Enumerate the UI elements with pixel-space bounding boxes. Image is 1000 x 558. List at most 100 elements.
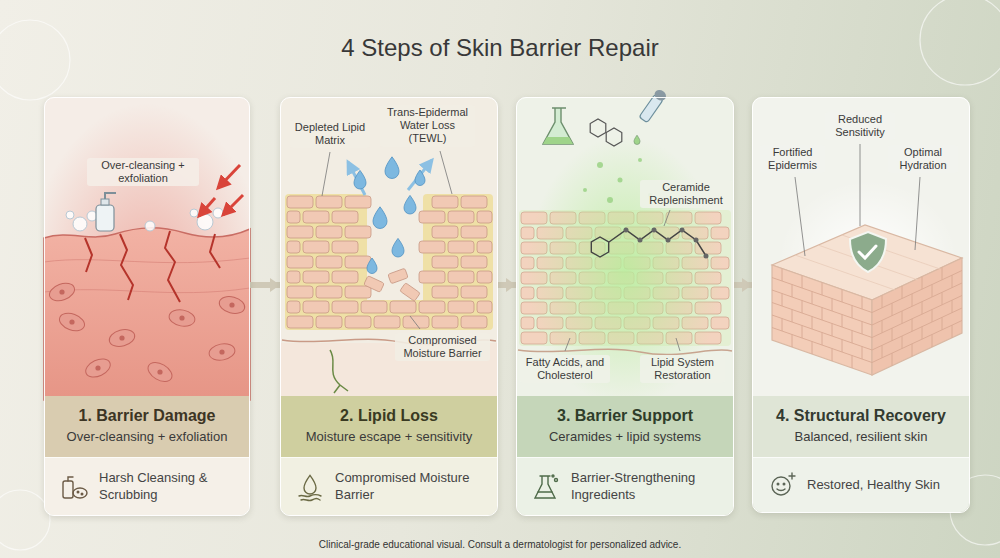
- ingredient-particle: [607, 197, 613, 203]
- epidermis-front-face: [772, 265, 872, 375]
- brick-joint: [922, 277, 923, 290]
- step-heading: 1. Barrier Damage: [51, 406, 243, 425]
- skin-cell-brick: [332, 271, 358, 283]
- brick-joint: [792, 335, 793, 348]
- skin-cell-brick: [432, 286, 458, 298]
- brick-joint: [942, 292, 943, 305]
- skin-cell-brick: [390, 301, 416, 313]
- chain-atom: [666, 238, 671, 243]
- callout-label: Compromised Moisture Barrier: [395, 333, 490, 361]
- step-subheading: Over-cleansing + exfoliation: [51, 429, 243, 445]
- bottle-neck: [101, 199, 109, 205]
- skin-cell-brick: [287, 271, 300, 283]
- cleanser-bottle: [96, 205, 114, 231]
- icon-part: [301, 498, 320, 500]
- water-escape-arrow: [348, 162, 365, 195]
- skin-cell-brick: [287, 211, 300, 223]
- skin-cell-brick: [316, 256, 342, 268]
- molecule-ring: [606, 128, 622, 146]
- brick-joint: [942, 317, 943, 330]
- panel-ground: [44, 97, 250, 417]
- brick-joint: [862, 297, 863, 310]
- brick-joint: [932, 284, 933, 297]
- step-arrow: [498, 282, 516, 288]
- barrier-support-illustration: [516, 88, 734, 397]
- damage-arrow: [218, 165, 240, 188]
- skin-cell-brick: [477, 271, 492, 283]
- dropper-bulb: [653, 88, 669, 103]
- molecule-ring: [590, 119, 606, 137]
- brick-joint: [792, 285, 793, 298]
- skin-cell-brick: [332, 301, 358, 313]
- ingredient-particle: [597, 162, 603, 168]
- brick-joint: [802, 326, 803, 339]
- brick-joint: [782, 269, 783, 282]
- brick-joint: [822, 283, 823, 296]
- brick-row-line: [872, 271, 962, 313]
- skin-cell-brick: [287, 226, 313, 238]
- serum-drop: [634, 135, 640, 144]
- icon-part: [552, 475, 554, 477]
- strip-label: Compromised Moisture Barrier: [335, 470, 487, 503]
- callout-label: Fortified Epidermis: [760, 145, 825, 173]
- damage-illustration: [44, 97, 250, 417]
- damaged-cell: [107, 327, 136, 349]
- step-subheading: Balanced, resilient skin: [759, 429, 963, 445]
- water-drop: [373, 207, 387, 229]
- brick-joint: [922, 302, 923, 315]
- brick-joint: [942, 267, 943, 280]
- cell-nucleus: [229, 302, 234, 307]
- chain-atom: [638, 238, 643, 243]
- diagram-title: 4 Steps of Skin Barrier Repair: [0, 34, 1000, 62]
- protection-shield: [850, 232, 886, 272]
- step-band: 1. Barrier DamageOver-cleansing + exfoli…: [45, 396, 249, 457]
- skin-cell-brick: [316, 286, 342, 298]
- step-arrow: [250, 282, 280, 288]
- skin-cell-brick: [448, 241, 474, 253]
- brick-joint: [902, 336, 903, 349]
- step-panel: 2. Lipid LossMoisture escape + sensitivi…: [280, 97, 498, 516]
- icon-part: [73, 488, 87, 498]
- leader-line: [664, 210, 670, 226]
- damaged-cell: [145, 359, 176, 386]
- icon-part: [535, 476, 555, 498]
- step-band: 2. Lipid LossMoisture escape + sensitivi…: [281, 396, 497, 457]
- skin-cell-brick: [316, 196, 342, 208]
- icon-part: [772, 477, 790, 495]
- brick-joint: [902, 286, 903, 299]
- damaged-cell: [208, 342, 236, 362]
- water-escape-arrow: [408, 160, 432, 190]
- cell-nucleus: [179, 315, 184, 320]
- brick-joint: [892, 303, 893, 316]
- damage-arrow: [199, 198, 215, 216]
- callout-label: Ceramide Replenishment: [640, 180, 732, 208]
- damaged-cell: [83, 355, 113, 380]
- ingredient-particle: [638, 158, 642, 162]
- brick-joint: [952, 275, 953, 288]
- strip-icon: [767, 470, 797, 500]
- foam-bubble: [73, 217, 87, 231]
- skin-cell-brick: [419, 241, 445, 253]
- skin-cell-brick: [361, 301, 387, 313]
- skin-stratum-line: [44, 258, 250, 263]
- foam-bubble: [197, 214, 213, 230]
- brick-joint: [792, 310, 793, 323]
- brick-joint: [912, 344, 913, 357]
- callout-label: Reduced Sensitivity: [825, 112, 895, 140]
- brick-joint: [892, 328, 893, 341]
- lipid-chain: [609, 230, 706, 256]
- ingredient-particle: [618, 178, 623, 183]
- bottle-pump: [105, 193, 116, 199]
- leader-line: [860, 144, 861, 226]
- brick-joint: [842, 290, 843, 303]
- cell-nucleus: [119, 335, 124, 340]
- leader-line: [676, 338, 680, 351]
- brick-joint: [822, 308, 823, 321]
- cell-nucleus: [157, 369, 162, 374]
- strip-icon: [295, 472, 325, 502]
- molecule-ring: [591, 237, 608, 257]
- brick-joint: [882, 320, 883, 333]
- summary-strip: Compromised Moisture Barrier: [281, 457, 497, 515]
- skin-cell-brick: [374, 316, 400, 328]
- brick-joint: [912, 319, 913, 332]
